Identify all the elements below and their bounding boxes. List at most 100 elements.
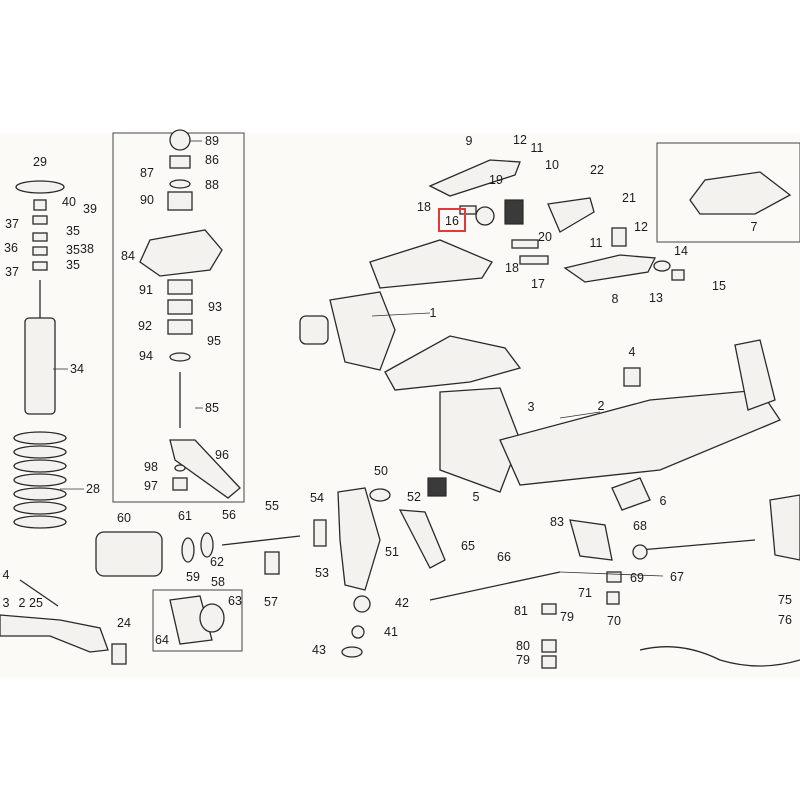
callout-9: 9 xyxy=(465,133,473,148)
callout-52: 52 xyxy=(407,489,421,504)
callout-79a: 79 xyxy=(560,609,574,624)
callout-86: 86 xyxy=(205,152,219,167)
shim-18-upper xyxy=(459,205,477,215)
callout-79b: 79 xyxy=(516,652,530,667)
spring-coil-4 xyxy=(13,473,67,487)
stub-axle-55 xyxy=(221,535,301,546)
callout-84: 84 xyxy=(121,248,135,263)
callout-80: 80 xyxy=(516,638,530,653)
callout-43: 43 xyxy=(312,642,326,657)
callout-57: 57 xyxy=(264,594,278,609)
steering-box-84 xyxy=(139,229,223,277)
part-71 xyxy=(606,571,622,583)
callout-37a: 37 xyxy=(5,216,19,231)
callout-17: 17 xyxy=(531,276,545,291)
callout-50: 50 xyxy=(374,463,388,478)
bush-35a xyxy=(32,215,48,225)
track-rod-66 xyxy=(429,571,561,601)
cap-63 xyxy=(199,603,225,633)
part-90 xyxy=(167,191,193,211)
callout-2: 2 xyxy=(597,398,605,413)
stub-axle-1 xyxy=(329,291,396,371)
callout-61: 61 xyxy=(178,508,192,523)
callout-56: 56 xyxy=(222,507,236,522)
bush-36 xyxy=(32,246,48,256)
callout-83: 83 xyxy=(550,514,564,529)
joint-42 xyxy=(353,595,371,613)
upper-arm-assembly-7 xyxy=(689,171,792,215)
callout-35b: 35 xyxy=(66,242,80,257)
ball-41 xyxy=(351,625,365,639)
callout-63: 63 xyxy=(228,593,242,608)
mount-4 xyxy=(623,367,641,387)
callout-5: 5 xyxy=(472,489,480,504)
lower-wishbone xyxy=(384,335,522,391)
callout-42: 42 xyxy=(395,595,409,610)
callout-60: 60 xyxy=(117,510,131,525)
callout-13: 13 xyxy=(649,290,663,305)
shock-absorber-body xyxy=(24,317,56,415)
callout-62: 62 xyxy=(210,554,224,569)
shim-18-lower xyxy=(511,239,539,249)
part-94 xyxy=(169,352,191,362)
washer-14 xyxy=(653,260,671,272)
callout-65: 65 xyxy=(461,538,475,553)
callout-11a: 11 xyxy=(530,140,544,155)
callout-34: 34 xyxy=(70,361,84,376)
callout-35a: 35 xyxy=(66,223,80,238)
callout-6: 6 xyxy=(659,493,667,508)
swivel-53 xyxy=(337,487,381,591)
leader-1 xyxy=(371,312,431,317)
part-70 xyxy=(606,591,620,605)
steering-arm-65 xyxy=(398,509,446,569)
part-97 xyxy=(172,477,188,491)
bracket-20 xyxy=(547,197,595,233)
callout-41: 41 xyxy=(384,624,398,639)
callout-75: 75 xyxy=(778,592,792,607)
upper-arm-9 xyxy=(428,159,521,197)
spring-seat-ring xyxy=(15,180,65,194)
highlight-box-16 xyxy=(438,208,466,232)
callout-14: 14 xyxy=(674,243,688,258)
spacer-54 xyxy=(313,519,327,547)
callout-24: 24 xyxy=(117,615,131,630)
callout-10: 10 xyxy=(545,157,559,172)
callout-93: 93 xyxy=(208,299,222,314)
callout-76: 76 xyxy=(778,612,792,627)
callout-12a: 12 xyxy=(513,132,527,147)
crossmember-2 xyxy=(499,389,781,486)
callout-25: 25 xyxy=(29,595,43,610)
right-edge-parts xyxy=(769,494,800,561)
part-92 xyxy=(167,319,193,335)
spring-coil-6 xyxy=(13,501,67,515)
callout-97: 97 xyxy=(144,478,158,493)
callout-66: 66 xyxy=(497,549,511,564)
ball-joint-16 xyxy=(475,206,495,226)
callout-85: 85 xyxy=(205,400,219,415)
bracket-6 xyxy=(611,477,651,511)
part-81 xyxy=(541,603,557,615)
callout-64: 64 xyxy=(155,632,169,647)
callout-18b: 18 xyxy=(505,260,519,275)
tie-bar-25 xyxy=(19,579,59,607)
callout-19: 19 xyxy=(489,172,503,187)
part-88 xyxy=(169,179,191,189)
part-98 xyxy=(174,464,186,472)
washer-43 xyxy=(341,646,363,658)
callout-91: 91 xyxy=(139,282,153,297)
callout-7: 7 xyxy=(750,219,758,234)
callout-8: 8 xyxy=(611,291,619,306)
callout-28: 28 xyxy=(86,481,100,496)
callout-87: 87 xyxy=(140,165,154,180)
callout-16-highlighted[interactable]: 16 xyxy=(445,213,459,228)
upper-arm-inset-frame xyxy=(656,142,800,243)
leader-2 xyxy=(559,411,601,419)
callout-38: 38 xyxy=(80,241,94,256)
track-rod-67 xyxy=(639,539,756,551)
callout-37b: 37 xyxy=(5,264,19,279)
leader-67 xyxy=(559,571,664,577)
callout-98: 98 xyxy=(144,459,158,474)
anti-roll-bar xyxy=(639,646,800,667)
part-86 xyxy=(169,155,191,169)
